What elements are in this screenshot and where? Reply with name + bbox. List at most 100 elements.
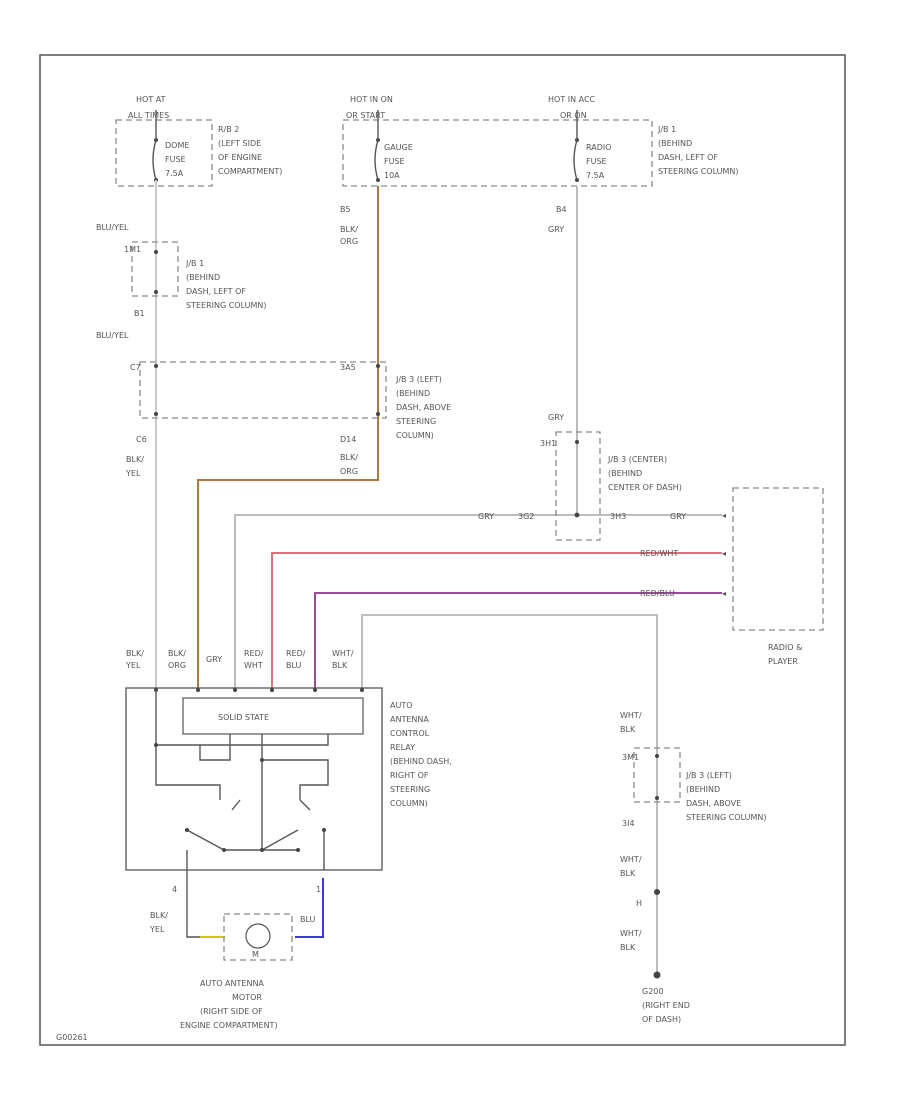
diagram-frame [39, 54, 846, 1046]
wire-relay-to-motor-left [186, 870, 200, 938]
relay-top-3a: RED/ [244, 649, 264, 658]
dome-hot-label-1: HOT AT [136, 95, 166, 104]
ground-label-3: OF DASH) [642, 1015, 681, 1024]
jb1-conn-bot: B1 [134, 309, 145, 318]
relay-loc-3: CONTROL [390, 729, 430, 738]
jb3l2-conn-top: 3M1 [622, 753, 639, 762]
relay-pin-5 [313, 688, 317, 692]
jb3-left-box [139, 361, 387, 419]
relay-top-4a: RED/ [286, 649, 306, 658]
relay-top-1a: BLK/ [168, 649, 186, 658]
radio-hot-label-1: HOT IN ACC [548, 95, 596, 104]
dome-fuse-box [115, 119, 213, 187]
label-wht-blk-r3-1: WHT/ [620, 929, 642, 938]
radio-fuse-line-3: 7.5A [586, 171, 605, 180]
relay-node-6 [260, 848, 264, 852]
jb3-loc-4: STEERING [396, 417, 436, 426]
dome-fuse-line-2: FUSE [165, 155, 186, 164]
relay-top-1b: ORG [168, 661, 186, 670]
radio-loc-1: J/B 1 [657, 125, 676, 134]
jb3c-conn-right: 3H3 [610, 512, 626, 521]
motor-symbol-icon [245, 923, 271, 949]
label-wht-blk-r2-1: WHT/ [620, 855, 642, 864]
wire-red-blu [314, 592, 722, 690]
label-red-blu: RED/BLU [640, 589, 675, 598]
dome-hot-label-2: ALL TIMES [128, 111, 169, 120]
label-blk-org-1: BLK/ [340, 225, 358, 234]
gauge-fuse-line-3: 10A [384, 171, 400, 180]
gauge-fuse-line-1: GAUGE [384, 143, 413, 152]
radio-arrow-3: ◂ [722, 589, 726, 598]
motor-loc-1: AUTO ANTENNA [200, 979, 264, 988]
motor-pin-4: 4 [172, 885, 177, 894]
radio-player-group: ◂ ◂ ◂ RADIO & PLAYER [722, 487, 824, 666]
label-b5: B5 [340, 205, 351, 214]
radio-arrow-2: ◂ [722, 549, 726, 558]
label-h: H [636, 899, 642, 908]
jb3c-terminal-top [575, 440, 579, 444]
jb3l2-loc-3: DASH, ABOVE [686, 799, 741, 808]
motor-pin-1: 1 [316, 885, 321, 894]
jb3-left-2-box [633, 747, 681, 803]
relay-loc-4: RELAY [390, 743, 415, 752]
label-blk-org-2: ORG [340, 237, 358, 246]
relay-loc-8: COLUMN) [390, 799, 428, 808]
relay-node-4 [322, 828, 326, 832]
label-blk-org-mid-1: BLK/ [340, 453, 358, 462]
relay-top-0a: BLK/ [126, 649, 144, 658]
jb3l2-terminal-top [655, 754, 659, 758]
label-red-wht: RED/WHT [640, 549, 678, 558]
relay-top-5b: BLK [332, 661, 348, 670]
relay-inner-label: SOLID STATE [218, 713, 269, 722]
jb3-terminal-left-bottom [154, 412, 158, 416]
jb3c-loc-2: (BEHIND [608, 469, 642, 478]
motor-box [223, 913, 293, 961]
label-b4: B4 [556, 205, 567, 214]
jb3l2-loc-4: STEERING COLUMN) [686, 813, 767, 822]
radio-label-1: RADIO & [768, 643, 802, 652]
dome-loc-3: OF ENGINE [218, 153, 262, 162]
jb3-conn-left: C7 [130, 363, 141, 372]
dome-loc-1: R/B 2 [218, 125, 239, 134]
wire-blu-motor [295, 878, 324, 938]
relay-top-3b: WHT [244, 661, 263, 670]
radio-fuse-symbol [573, 110, 578, 181]
relay-loc-5: (BEHIND DASH, [390, 757, 452, 766]
relay-loc-7: STEERING [390, 785, 430, 794]
radio-loc-3: DASH, LEFT OF [658, 153, 718, 162]
relay-pin-4 [270, 688, 274, 692]
relay-pin-3 [233, 688, 237, 692]
relay-node-2 [260, 758, 264, 762]
relay-loc-6: RIGHT OF [390, 771, 429, 780]
relay-top-2a: GRY [206, 655, 222, 664]
jb3-loc-3: DASH, ABOVE [396, 403, 451, 412]
radio-fuse-group: HOT IN ACC OR ON RADIO FUSE 7.5A J/B 1 (… [548, 95, 739, 182]
label-blk-yel-m-2: YEL [149, 925, 165, 934]
relay-loc-1: AUTO [390, 701, 413, 710]
radio-fuse-line-2: FUSE [586, 157, 607, 166]
ground-icon [653, 971, 661, 979]
gauge-fuse-group: HOT IN ON OR START GAUGE FUSE 10A [342, 95, 653, 187]
jb1-loc-3: DASH, LEFT OF [186, 287, 246, 296]
relay-top-0b: YEL [125, 661, 141, 670]
relay-node-7 [296, 848, 300, 852]
jb3-terminal-left-top [154, 364, 158, 368]
jb3-loc-5: COLUMN) [396, 431, 434, 440]
dome-fuse-symbol [152, 110, 157, 181]
relay-loc-2: ANTENNA [390, 715, 429, 724]
relay-node-5 [222, 848, 226, 852]
dome-loc-2: (LEFT SIDE [218, 139, 261, 148]
jb1-conn-top: 1M1 [124, 245, 141, 254]
label-blu-yel-2: BLU/YEL [96, 331, 129, 340]
relay-pin-6 [360, 688, 364, 692]
dome-fuse-group: HOT AT ALL TIMES DOME FUSE 7.5A R/B 2 (L… [115, 95, 282, 187]
label-blk-org-mid-2: ORG [340, 467, 358, 476]
relay-pin-2 [196, 688, 200, 692]
wire-blk-org [197, 186, 379, 690]
wire-gry-radio [234, 186, 578, 690]
jb1-terminal-top [154, 250, 158, 254]
relay-node-3 [185, 828, 189, 832]
motor-loc-3: (RIGHT SIDE OF [200, 1007, 263, 1016]
dome-fuse-line-3: 7.5A [165, 169, 184, 178]
relay-top-4b: BLU [286, 661, 302, 670]
